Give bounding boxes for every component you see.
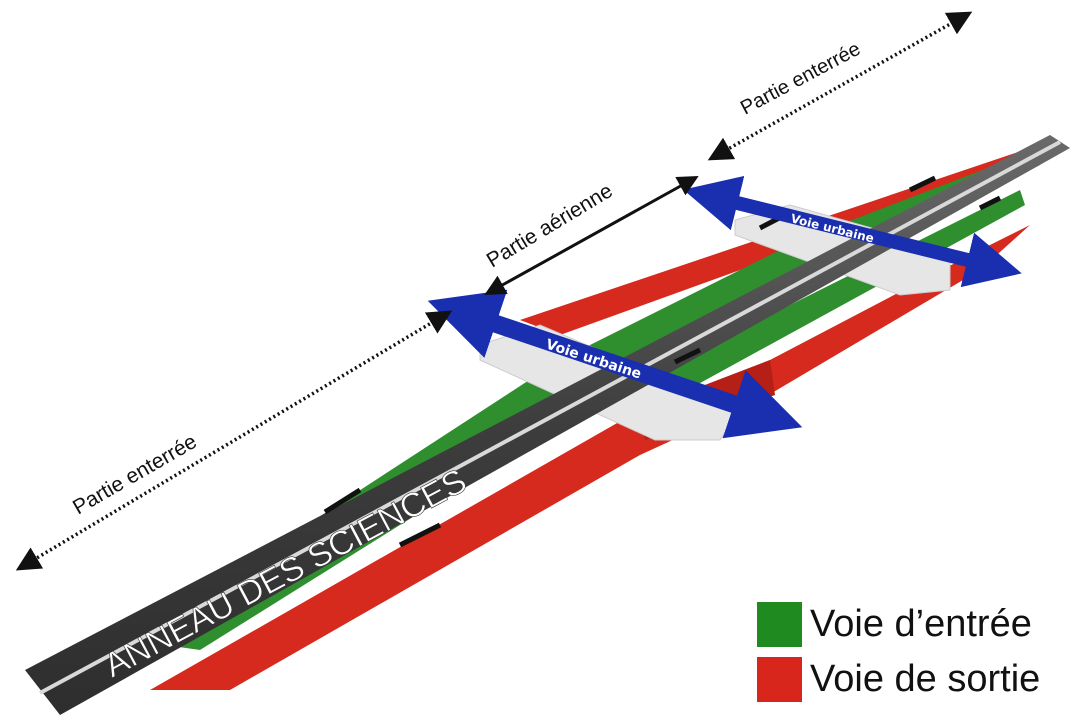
urban-road-arrow-2	[683, 175, 1022, 288]
legend-label: Voie de sortie	[810, 657, 1041, 700]
underground-left-dimension	[15, 310, 453, 571]
aerial-dimension	[484, 175, 699, 296]
entry-lane-swatch	[757, 601, 802, 647]
urban-road-arrow-1	[427, 289, 803, 439]
underground-right-label: Partie enterrée	[737, 38, 864, 120]
exit-lane-swatch	[757, 656, 802, 702]
underground-right-dimension	[707, 11, 973, 161]
exit-ramp-lower	[150, 225, 1030, 690]
legend-item-entry: Voie d’entrée	[757, 598, 1067, 650]
underground-left-label: Partie enterrée	[69, 430, 201, 519]
legend-label: Voie d’entrée	[810, 602, 1032, 645]
legend-item-exit: Voie de sortie	[757, 653, 1067, 705]
legend: Voie d’entrée Voie de sortie	[757, 598, 1067, 708]
